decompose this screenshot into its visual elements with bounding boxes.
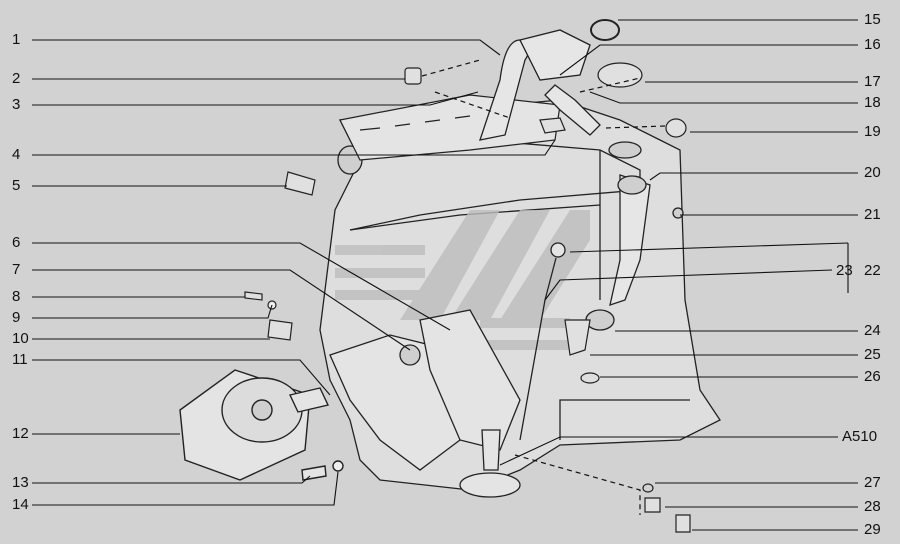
breather-hoses	[479, 29, 651, 331]
callout-1: 1	[12, 31, 21, 48]
callout-29: 29	[864, 521, 881, 538]
callout-20: 20	[864, 164, 881, 181]
callout-21: 21	[864, 206, 881, 223]
oil-filter	[179, 369, 344, 481]
assembly-paths	[421, 59, 666, 515]
fittings	[244, 19, 691, 533]
callout-28: 28	[864, 498, 881, 515]
callout-13: 13	[12, 474, 29, 491]
oil-pump-cover	[329, 309, 521, 471]
callout-15: 15	[864, 11, 881, 28]
callout-26: 26	[864, 368, 881, 385]
callout-14: 14	[12, 496, 29, 513]
callout-6: 6	[12, 234, 21, 251]
oil-strainer	[459, 429, 521, 498]
callout-18: 18	[864, 94, 881, 111]
callout-7: 7	[12, 261, 21, 278]
callout-24: 24	[864, 322, 881, 339]
callout-16: 16	[864, 36, 881, 53]
callout-3: 3	[12, 96, 21, 113]
logo-watermark	[335, 210, 590, 350]
leader-lines	[32, 19, 858, 531]
callout-8: 8	[12, 288, 21, 305]
callout-5: 5	[12, 177, 21, 194]
callout-4: 4	[12, 146, 21, 163]
callout-10: 10	[12, 330, 29, 347]
callout-23: 23	[836, 262, 853, 279]
callout-22: 22	[864, 262, 881, 279]
callout-12: 12	[12, 425, 29, 442]
callout-2: 2	[12, 70, 21, 87]
callout-19: 19	[864, 123, 881, 140]
callout-25: 25	[864, 346, 881, 363]
callout-11: 11	[12, 351, 28, 368]
callout-27: 27	[864, 474, 881, 491]
callout-9: 9	[12, 309, 21, 326]
callout-17: 17	[864, 73, 881, 90]
callout-a510: A510	[842, 428, 878, 445]
